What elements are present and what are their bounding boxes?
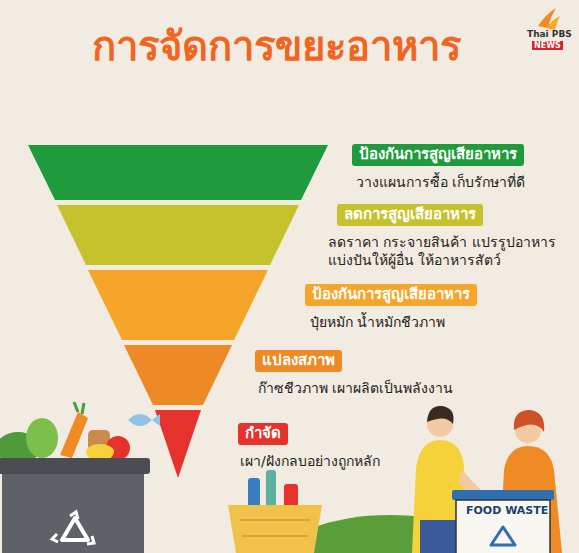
- level-description: เผา/ฝังกลบอย่างถูกหลัก: [240, 452, 380, 470]
- level-description: ลดราคา กระจายสินค้า แปรรูปอาหาร แบ่งปันใ…: [328, 233, 568, 269]
- logo-text: Thai PBS: [527, 29, 572, 39]
- level-heading: ป้องกันการสูญเสียอาหาร: [352, 144, 524, 166]
- hierarchy-level: ป้องกันการสูญเสียอาหารวางแผนการซื้อ เก็บ…: [352, 144, 525, 191]
- level-description: วางแผนการซื้อ เก็บรักษาที่ดี: [356, 173, 525, 191]
- hierarchy-level: ลดการสูญเสียอาหารลดราคา กระจายสินค้า แปร…: [337, 204, 568, 269]
- level-description: ก๊าซชีวภาพ เผาผลิตเป็นพลังงาน: [258, 379, 453, 397]
- bin-label: FOOD WASTE: [466, 504, 548, 517]
- level-description: ปุ๋ยหมัก น้ำหมักชีวภาพ: [310, 313, 477, 331]
- title: การจัดการขยะอาหาร: [92, 22, 461, 70]
- hierarchy-level: ป้องกันการสูญเสียอาหารปุ๋ยหมัก น้ำหมักชี…: [305, 284, 477, 331]
- level-heading: ป้องกันการสูญเสียอาหาร: [305, 284, 477, 306]
- level-heading: กำจัด: [238, 423, 288, 445]
- level-heading: ลดการสูญเสียอาหาร: [337, 204, 483, 226]
- logo-badge: NEWS: [532, 41, 563, 50]
- hierarchy-level: แปลงสภาพก๊าซชีวภาพ เผาผลิตเป็นพลังงาน: [255, 350, 453, 397]
- hierarchy-level: กำจัดเผา/ฝังกลบอย่างถูกหลัก: [238, 423, 380, 470]
- level-heading: แปลงสภาพ: [255, 350, 342, 372]
